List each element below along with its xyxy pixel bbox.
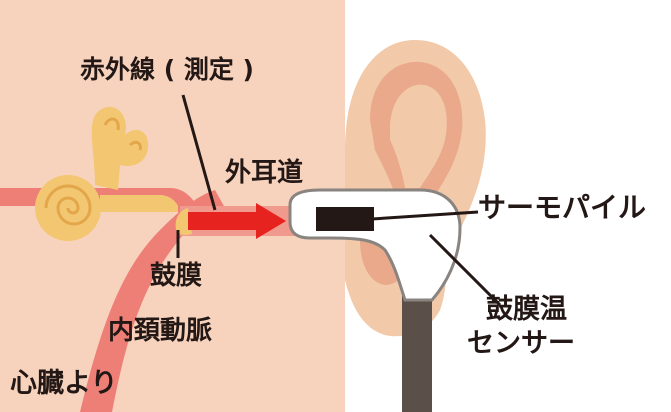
label-thermopile: サーモパイル [478,191,647,224]
infrared-arrow [188,203,286,239]
label-eardrum: 鼓膜 [150,261,203,291]
outer-ear-inner [390,84,447,188]
label-ear-canal: 外耳道 [225,158,304,188]
label-sensor-line1: 鼓膜温 [486,294,567,325]
infrared-leader-line [181,94,217,211]
label-infrared: 赤外線 ( 測定 ) [80,55,254,84]
thermopile-chip [316,207,374,231]
label-carotid: 内頚動脈 [108,316,213,346]
cochlea [35,106,178,241]
thermopile-leader-line [371,210,479,221]
carotid-artery [80,190,225,412]
probe-cable [402,290,432,412]
label-from-heart: 心臓より [10,368,118,399]
label-sensor-line2: センサー [467,328,575,359]
sensor-leader-line [428,233,502,307]
eardrum [175,208,192,235]
